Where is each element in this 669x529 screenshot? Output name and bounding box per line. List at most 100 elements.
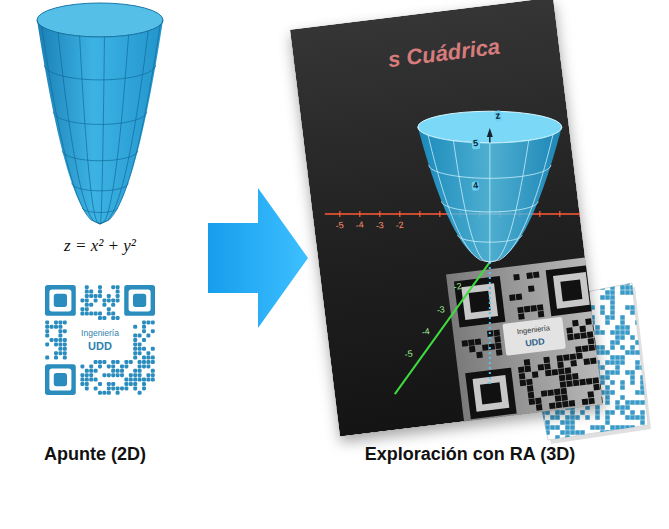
qr-module: [610, 345, 615, 350]
qr-module: [94, 312, 98, 316]
qr-module: [645, 345, 650, 350]
qr-module: [630, 435, 635, 440]
qr-module: [610, 275, 615, 280]
qr-module: [655, 350, 660, 355]
qr-module: [640, 440, 645, 445]
grid-line: [453, 141, 489, 262]
qr-module: [85, 386, 89, 390]
qr-module: [635, 415, 640, 420]
qr-module: [620, 345, 625, 350]
qr-module: [142, 364, 146, 368]
axis-number: -5: [335, 221, 344, 231]
axis-tick: [359, 211, 360, 217]
qr-module: [569, 400, 576, 407]
qr-module: [535, 430, 540, 435]
qr-module: [133, 351, 137, 355]
qr-module: [650, 275, 655, 280]
qr-module: [469, 346, 476, 353]
qr-module: [615, 365, 620, 370]
qr-module: [120, 373, 124, 377]
qr-module: [560, 430, 565, 435]
qr-module: [519, 373, 526, 380]
qr-module: [138, 347, 142, 351]
qr-module: [124, 382, 128, 386]
qr-module: [655, 445, 660, 450]
qr-module: [107, 312, 111, 316]
qr-module: [645, 355, 650, 360]
qr-module: [600, 285, 605, 290]
qr-module: [151, 369, 155, 373]
qr-finder: [54, 373, 67, 386]
qr-module: [89, 369, 93, 373]
qr-module: [645, 390, 650, 395]
qr-module: [630, 285, 635, 290]
qr-module: [54, 342, 58, 346]
qr-module: [615, 360, 620, 365]
qr-module: [575, 445, 580, 450]
qr-module: [85, 294, 89, 298]
axis-number: 4: [472, 181, 480, 191]
qr-module: [489, 343, 496, 350]
qr-module: [630, 440, 635, 445]
qr-module: [605, 315, 610, 320]
document-title: s Cuádrica: [387, 35, 501, 72]
qr-module: [610, 425, 615, 430]
qr-module: [570, 353, 577, 360]
ar-model: [325, 111, 600, 394]
qr-module: [505, 440, 510, 445]
axis-number: 5: [472, 139, 480, 149]
logo-box: [70, 322, 130, 358]
axis-number: -3: [375, 221, 384, 231]
qr-module: [630, 375, 635, 380]
qr-module: [635, 300, 640, 305]
qr-module: [645, 370, 650, 375]
qr-module: [620, 290, 625, 295]
qr-module: [146, 378, 150, 382]
qr-module: [600, 440, 605, 445]
qr-module: [63, 338, 67, 342]
qr-module: [620, 320, 625, 325]
qr-module: [600, 430, 605, 435]
grid-line: [42, 26, 100, 224]
qr-module: [116, 391, 120, 395]
axis-tick: [339, 211, 340, 217]
qr-module: [610, 270, 615, 275]
qr-module: [650, 315, 655, 320]
qr-module: [610, 360, 615, 365]
qr-module: [63, 347, 67, 351]
qr-module: [500, 435, 505, 440]
qr-module: [635, 320, 640, 325]
qr-module: [505, 435, 510, 440]
qr-module: [138, 360, 142, 364]
qr-module: [520, 420, 525, 425]
ar-photo-scene: [290, 0, 603, 437]
qr-module: [615, 405, 620, 410]
qr-module: [107, 391, 111, 395]
qr-module: [640, 335, 645, 340]
grid-line: [490, 140, 529, 262]
qr-module: [660, 330, 665, 335]
qr-module: [133, 373, 137, 377]
qr-module: [85, 312, 89, 316]
qr-module: [630, 350, 635, 355]
qr-module: [605, 410, 610, 415]
qr-module: [600, 280, 605, 285]
qr-module: [620, 355, 625, 360]
qr-module: [510, 435, 515, 440]
qr-module: [665, 430, 669, 435]
qr-module: [142, 386, 146, 390]
logo-box: [502, 317, 565, 356]
qr-module: [555, 435, 560, 440]
qr-module: [579, 326, 586, 333]
qr-module: [610, 380, 615, 385]
qr-module: [640, 375, 645, 380]
qr-module: [133, 347, 137, 351]
qr-module: [565, 415, 570, 420]
qr-code: [454, 265, 603, 419]
qr-module: [660, 295, 665, 300]
qr-module: [610, 295, 615, 300]
qr-module: [142, 356, 146, 360]
qr-module: [116, 298, 120, 302]
grid-line: [489, 143, 490, 262]
qr-module: [625, 435, 630, 440]
